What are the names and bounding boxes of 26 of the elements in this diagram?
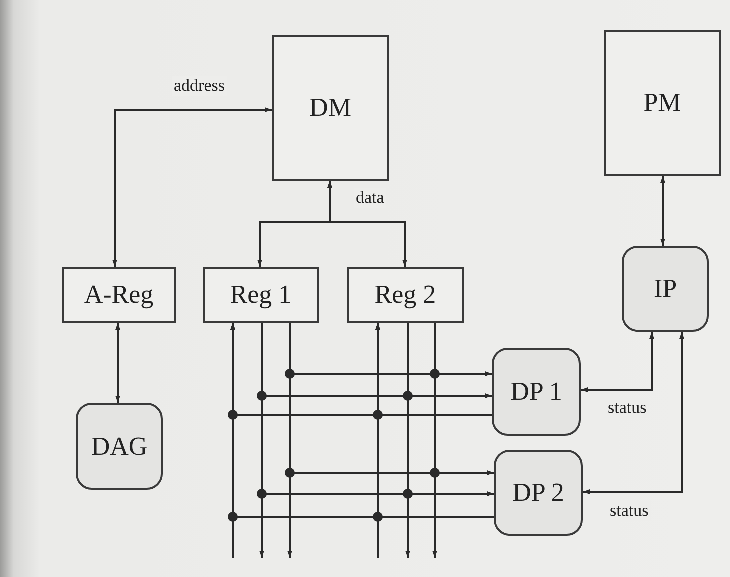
arrow [112,108,272,267]
unit-label: DP 2 [512,478,564,508]
arrow [376,323,380,558]
unit-label: PM [644,88,682,118]
rounded-unit-box [494,450,583,536]
rounded-unit-box [76,403,163,490]
rounded-unit-box [492,348,581,436]
arrow [116,323,120,403]
arrow [660,176,666,246]
arrow [328,181,408,267]
unit-label: Reg 1 [230,280,292,310]
arrow [583,332,684,494]
rounded-unit-box [622,246,709,332]
unit-box [272,35,389,181]
unit-box [604,30,721,176]
unit-box [347,267,464,323]
unit-label: A-Reg [84,280,154,310]
arrow [230,323,236,558]
unit-label: IP [654,274,678,304]
unit-label: DAG [91,432,148,462]
unit-label: DM [310,93,352,123]
unit-label: Reg 2 [374,280,436,310]
unit-box [203,267,319,323]
unit-box [62,267,176,323]
unit-label: DP 1 [510,377,562,407]
arrow [581,332,654,392]
